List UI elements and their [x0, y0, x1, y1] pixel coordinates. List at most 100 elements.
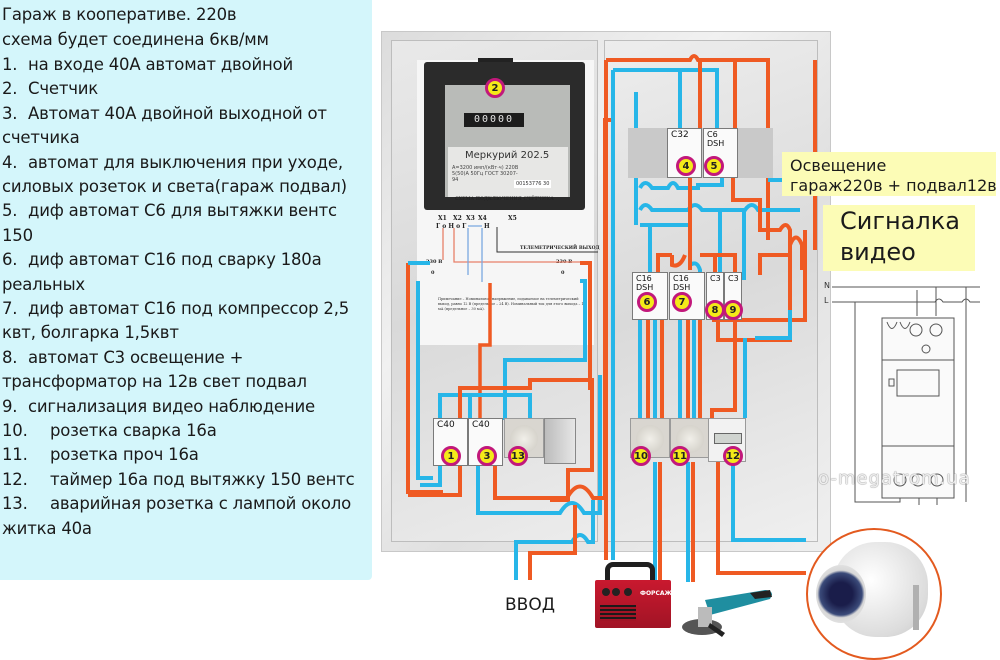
- legend-item-text: автомат С3 освещение +: [28, 347, 244, 367]
- badge-2: 2: [485, 78, 505, 98]
- legend-item-number: 5.: [2, 201, 18, 221]
- terminal-row: Г о Н о Г: [436, 223, 467, 230]
- legend-item-text: Счетчик: [28, 79, 99, 99]
- zero-right: 0: [561, 270, 565, 276]
- welder-handle: [605, 562, 655, 582]
- timer-leads: [854, 287, 967, 505]
- phase-to-lighting: [731, 178, 792, 275]
- scheme-caption: СХЕМА ПОДКЛЮЧЕНИЯ СЧЁТЧИКА: [455, 197, 554, 202]
- legend-item-4-cont: силовых розеток и света(гараж подвал): [2, 177, 347, 197]
- legend-item-number: 13.: [2, 494, 28, 514]
- input-phase-wire: [528, 505, 577, 580]
- terminal-x2: X2: [453, 215, 462, 222]
- welder-knob: [602, 588, 610, 596]
- label-l: L: [824, 296, 829, 305]
- phase-to-tools: [658, 462, 695, 582]
- meter-scheme-phase-lines: [442, 228, 590, 263]
- legend-item-1: 1. на входе 40А автомат двойной: [2, 55, 293, 75]
- rcbo-7-rating: С16 DSH: [673, 274, 691, 292]
- blank-din-slot: [544, 418, 576, 464]
- legend-item-text: реальных: [2, 274, 85, 294]
- timer-display-outline: [896, 369, 940, 397]
- meter-label-plate: [448, 147, 568, 197]
- badge-8: 8: [705, 300, 725, 320]
- signal-phase-wire: [712, 230, 807, 322]
- meter-counter: 00000: [464, 113, 524, 127]
- legend-item-7: 7.диф автомат С16 под компрессор 2,5: [2, 299, 349, 319]
- legend-item-text: трансформатор на 12в свет подвал: [2, 372, 307, 392]
- phase-to-socket-11: [686, 318, 702, 420]
- voltage-left: 230 В: [426, 259, 443, 265]
- timer-body-outline: [881, 317, 955, 499]
- breaker-8-rating: С3: [710, 274, 721, 283]
- phase-distribution: [656, 178, 737, 280]
- breaker-1: С40: [433, 418, 468, 466]
- rcbo-5-rating: С6 DSH: [707, 130, 725, 148]
- legend-subtitle: схема будет соединена 6кв/мм: [2, 30, 269, 49]
- timer-button-outline: [888, 378, 895, 387]
- legend-item-text: таймер 16а под вытяжку 150 вентс: [50, 469, 355, 489]
- legend-item-text: на входе 40А автомат двойной: [28, 55, 293, 74]
- meter-serial: 00153776 30: [514, 180, 552, 188]
- legend-item-3: 3.Автомат 40А двойной выходной от: [2, 104, 327, 124]
- badge-12: 12: [723, 446, 743, 466]
- angle-grinder-icon: [682, 590, 772, 637]
- legend-item-text: квт, болгарка 1,5квт: [2, 323, 179, 343]
- telemetry-label: ТЕЛЕМЕТРИЧЕСКИЙ ВЫХОД: [520, 246, 600, 251]
- welder-knob: [612, 588, 620, 596]
- input-neutral-wire: [514, 500, 595, 580]
- legend-item-12: 12. таймер 16а под вытяжку 150 вентс: [2, 469, 355, 490]
- neutral-to-fan: [731, 462, 806, 542]
- legend-item-11: 11.розетка проч 16а: [2, 445, 199, 465]
- duct-fan-icon: [806, 528, 942, 660]
- neutral-to-socket-11: [678, 318, 696, 420]
- neutral-distribution: [638, 178, 800, 212]
- lighting-callout: [782, 152, 996, 196]
- terminal-x4: X4: [478, 215, 487, 222]
- legend-item-number: 12.: [2, 469, 28, 489]
- legend-item-number: 11.: [2, 445, 28, 465]
- badge-3: 3: [477, 446, 497, 466]
- neutral-wire-meter-2: [408, 261, 587, 420]
- badge-5: 5: [704, 156, 724, 176]
- legend-item-5: 5.диф автомат С6 для вытяжки вентс: [2, 201, 337, 221]
- legend-item-13: 13. аварийная розетка с лампой около: [2, 494, 351, 514]
- badge-1: 1: [441, 446, 461, 466]
- breaker-4-rating: С32: [671, 130, 689, 140]
- legend-item-number: 2.: [2, 79, 18, 99]
- legend-item-10: 10.розетка сварка 16а: [2, 421, 217, 441]
- zero-left: 0: [431, 270, 435, 276]
- neutral-drops: [648, 210, 746, 280]
- terminal-n: Н: [484, 223, 490, 230]
- scheme-note: Примечание – Номинальное напряжение, под…: [438, 297, 586, 311]
- breaker-3-rating: С40: [472, 420, 490, 430]
- legend-item-number: 7.: [2, 299, 18, 318]
- legend-item-text: диф автомат С16 под сварку 180а: [28, 250, 322, 270]
- phase-wire-to-3: [478, 283, 492, 420]
- neutral-out-1: [420, 465, 442, 487]
- label-n: N: [824, 281, 830, 290]
- phase-out-1: [408, 465, 462, 497]
- neutral-wire-meter: [416, 281, 433, 480]
- lighting-callout-text: Освещение гараж220в + подвал12в: [790, 156, 997, 195]
- neutral-top-loop: [613, 68, 719, 128]
- legend-item-number: 3.: [2, 103, 18, 123]
- signal-callout: [823, 205, 975, 271]
- legend-item-text: автомат для выключения при уходе,: [28, 152, 343, 172]
- legend-item-text: аварийная розетка с лампой около: [50, 494, 352, 514]
- breaker-1-rating: С40: [437, 420, 455, 430]
- fan-outlet: [816, 565, 866, 623]
- legend-item-13-cont: житка 40а: [2, 519, 92, 539]
- legend-item-6: 6.диф автомат С16 под сварку 180а: [2, 250, 322, 270]
- phase-to-socket-10: [646, 318, 664, 420]
- breaker-9-rating: С3: [728, 274, 739, 283]
- phase-wire-meter: [406, 261, 592, 494]
- meter-scheme-neutral-lines: [467, 225, 483, 282]
- phase-top-loop: [606, 54, 770, 240]
- legend-panel: Гараж в кооперативе. 220в схема будет со…: [0, 0, 372, 580]
- lighting-phase-wire: [716, 235, 804, 342]
- legend-item-number: 1.: [2, 55, 18, 74]
- legend-item-text: житка 40а: [2, 518, 92, 538]
- legend-item-text: 150: [2, 225, 33, 245]
